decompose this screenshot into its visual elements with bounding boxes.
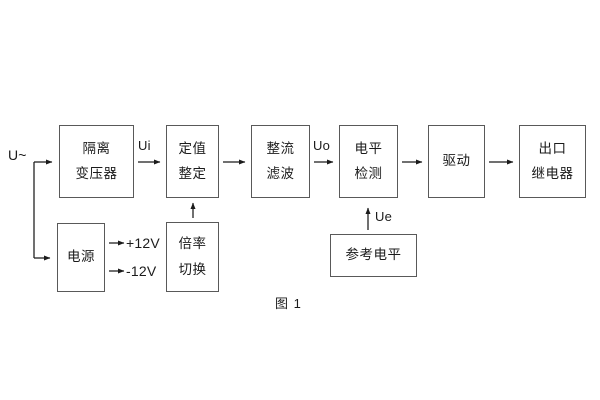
block-line: 整定 — [178, 166, 207, 181]
label-rail-positive: +12V — [126, 235, 160, 251]
block-line: 参考电平 — [345, 247, 402, 263]
label-ue: Ue — [375, 209, 393, 224]
block-multiplier-switch[interactable]: 倍率 切换 — [166, 222, 219, 292]
block-line: 倍率 — [178, 236, 207, 252]
block-setpoint-adjust[interactable]: 定值 整定 — [166, 125, 219, 198]
block-line: 滤波 — [266, 166, 295, 181]
label-uo: Uo — [313, 138, 331, 153]
block-output-relay[interactable]: 出口 继电器 — [519, 125, 586, 198]
block-line: 切换 — [178, 261, 207, 277]
block-power-supply[interactable]: 电源 — [57, 223, 105, 292]
block-line: 定值 — [178, 140, 207, 156]
label-rail-negative: -12V — [126, 263, 157, 279]
block-isolation-transformer[interactable]: 隔离 变压器 — [59, 125, 134, 198]
block-rectify-filter[interactable]: 整流 滤波 — [251, 125, 310, 198]
block-line: 驱动 — [442, 153, 471, 169]
label-input-source: U~ — [8, 147, 27, 163]
figure-caption: 图 1 — [275, 296, 302, 311]
block-level-detect[interactable]: 电平 检测 — [339, 125, 398, 198]
block-line: 整流 — [266, 140, 295, 156]
block-line: 电源 — [67, 249, 95, 265]
block-line: 检测 — [354, 166, 383, 181]
block-line: 继电器 — [531, 166, 574, 181]
block-drive[interactable]: 驱动 — [428, 125, 485, 198]
block-line: 电平 — [354, 140, 383, 156]
block-line: 隔离 — [82, 140, 111, 156]
block-line: 变压器 — [75, 166, 118, 181]
label-ui: Ui — [138, 138, 151, 153]
block-line: 出口 — [538, 140, 567, 156]
block-reference-level[interactable]: 参考电平 — [330, 234, 417, 277]
